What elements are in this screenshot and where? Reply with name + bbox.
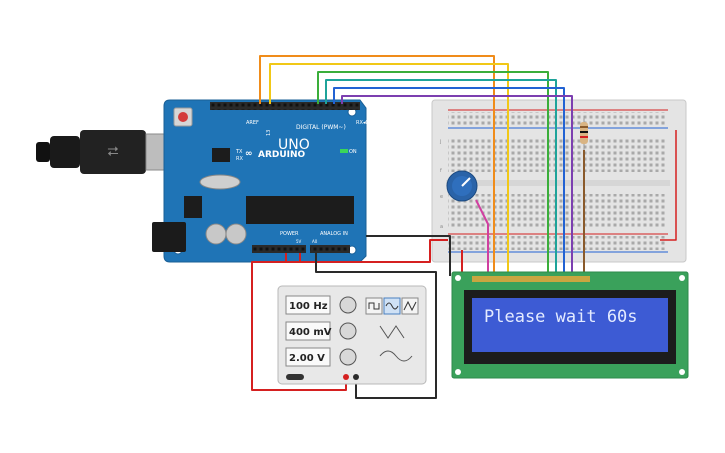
row-label-j: j <box>439 139 441 145</box>
lcd-display: Please wait 60s <box>451 271 689 379</box>
wire-black-gnd <box>366 235 451 276</box>
wire-black-gen <box>315 253 437 399</box>
wire-teal <box>325 79 557 276</box>
lcd-screen <box>472 298 668 352</box>
arduino-logo: ∞ <box>245 149 253 159</box>
row-label-f: f <box>440 168 442 174</box>
arduino-brand: ARDUINO <box>258 150 306 160</box>
row-label-e: e <box>440 194 443 200</box>
positive-terminal[interactable] <box>343 374 349 380</box>
wire-green <box>317 71 549 276</box>
analog-header-label: ANALOG IN <box>320 231 348 237</box>
wire-pink <box>475 199 489 276</box>
lcd-line-1: Please wait 60s <box>484 307 638 327</box>
wire-purple <box>341 95 573 276</box>
pwr-5v-label: 5V <box>296 239 302 244</box>
resistor <box>580 116 588 150</box>
arduino-model: UNO <box>278 137 310 153</box>
power-header-label: POWER <box>280 231 299 237</box>
on-label: ON <box>349 149 357 155</box>
frequency-knob[interactable] <box>339 296 357 314</box>
a0-label: A0 <box>312 239 318 244</box>
frequency-readout: 100 Hz <box>289 301 328 312</box>
arduino-uno-board: 13 DIGITAL (PWM~) RX◂0 AREF ∞ ARDUINO UN… <box>152 99 369 263</box>
breadboard: j f e a <box>431 99 687 263</box>
tx-label: TX <box>235 149 243 155</box>
offset-knob[interactable] <box>339 348 357 366</box>
wire-yellow <box>269 63 509 276</box>
pin-label-aref: AREF <box>246 120 259 126</box>
amplitude-readout: 400 mV <box>289 327 332 338</box>
wire-red-5v <box>285 239 448 263</box>
svg-text:⮂: ⮂ <box>107 144 118 160</box>
potentiometer[interactable] <box>446 170 478 202</box>
wire-red-gen <box>251 253 347 391</box>
rx-label: RX <box>236 156 243 162</box>
amplitude-knob[interactable] <box>339 322 357 340</box>
lcd-pin-header <box>472 276 590 282</box>
negative-terminal[interactable] <box>353 374 359 380</box>
wire-blue <box>333 87 565 276</box>
wires <box>251 55 677 399</box>
pin-label-13: 13 <box>266 130 272 136</box>
offset-readout: 2.00 V <box>289 353 325 364</box>
on-led <box>340 149 348 153</box>
wire-orange <box>259 55 495 276</box>
wire-red-rail-right <box>660 130 677 241</box>
digital-header-label: DIGITAL (PWM~) <box>296 124 346 131</box>
offset-wave-icon <box>379 350 413 362</box>
function-generator: 100 Hz 400 mV 2.00 V <box>277 285 427 385</box>
power-switch[interactable] <box>286 374 304 380</box>
pin-label-0: RX◂0 <box>356 120 369 126</box>
row-label-a: a <box>440 224 443 230</box>
amplitude-wave-icon <box>379 325 405 339</box>
usb-cable: ⮂ <box>36 130 177 174</box>
